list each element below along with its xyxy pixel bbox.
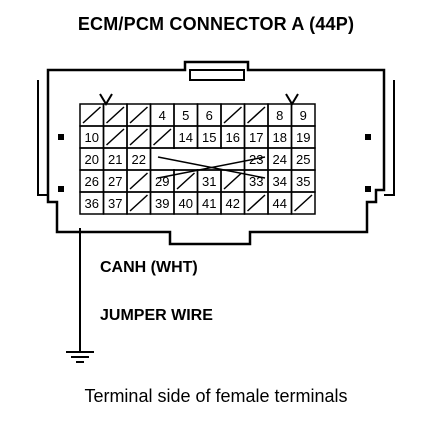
lock-mark-right-top xyxy=(365,134,371,140)
terminal-number: 39 xyxy=(155,196,169,211)
terminal-number: 9 xyxy=(300,108,307,123)
terminal-number: 42 xyxy=(226,196,240,211)
empty-cavity-slash xyxy=(246,194,266,212)
empty-cavity-slash xyxy=(246,106,266,124)
diagram-caption: Terminal side of female terminals xyxy=(84,386,348,406)
terminal-number: 21 xyxy=(108,152,122,167)
terminal-number: 40 xyxy=(179,196,193,211)
empty-cavity-slash xyxy=(293,194,313,212)
terminal-number: 14 xyxy=(179,130,193,145)
terminal-number: 24 xyxy=(273,152,287,167)
jumper-wire-label: JUMPER WIRE xyxy=(100,307,213,324)
terminal-number: 35 xyxy=(296,174,310,189)
terminal-number: 34 xyxy=(273,174,287,189)
empty-cavity-slash xyxy=(176,172,196,190)
terminal-number: 17 xyxy=(249,130,263,145)
empty-cavity-slash xyxy=(105,106,125,124)
terminal-number: 5 xyxy=(182,108,189,123)
connector-housing xyxy=(46,60,386,246)
diagram-title: ECM/PCM CONNECTOR A (44P) xyxy=(77,14,355,34)
terminal-number: 27 xyxy=(108,174,122,189)
lock-mark-right-bottom xyxy=(365,186,371,192)
empty-cavity-slash xyxy=(105,128,125,146)
empty-cavity-slash xyxy=(82,106,102,124)
canh-label: CANH (WHT) xyxy=(100,259,198,276)
terminal-number: 41 xyxy=(202,196,216,211)
terminal-number: 6 xyxy=(206,108,213,123)
empty-cavity-slash xyxy=(129,172,149,190)
terminal-number: 16 xyxy=(226,130,240,145)
terminal-cavity xyxy=(290,191,316,215)
terminal-number: 4 xyxy=(159,108,166,123)
ground-icon xyxy=(66,351,94,363)
terminal-number: 22 xyxy=(132,152,146,167)
terminal-number: 8 xyxy=(276,108,283,123)
empty-cavity-slash xyxy=(223,106,243,124)
lock-mark-left-bottom xyxy=(58,186,64,192)
terminal-number: 31 xyxy=(202,174,216,189)
terminal-number: 15 xyxy=(202,130,216,145)
connector-latch xyxy=(189,69,245,81)
connector-inner-outline xyxy=(37,80,395,196)
empty-cavity-slash xyxy=(223,172,243,190)
terminal-number: 10 xyxy=(85,130,99,145)
terminal-number: 19 xyxy=(296,130,310,145)
terminal-number: 37 xyxy=(108,196,122,211)
terminal-number: 26 xyxy=(85,174,99,189)
empty-cavity-slash xyxy=(129,128,149,146)
terminal-number: 25 xyxy=(296,152,310,167)
blank-cavity-cross xyxy=(157,156,266,179)
key-notch-right xyxy=(285,93,299,106)
terminal-number: 36 xyxy=(85,196,99,211)
empty-cavity-slash xyxy=(129,106,149,124)
lock-mark-left-top xyxy=(58,134,64,140)
terminal-number: 23 xyxy=(249,152,263,167)
terminal-number: 44 xyxy=(273,196,287,211)
terminal-number: 18 xyxy=(273,130,287,145)
empty-cavity-slash xyxy=(129,194,149,212)
key-notch-left xyxy=(99,93,113,106)
blank-cavity-area xyxy=(151,149,244,169)
terminal-number: 20 xyxy=(85,152,99,167)
empty-cavity-slash xyxy=(152,128,172,146)
